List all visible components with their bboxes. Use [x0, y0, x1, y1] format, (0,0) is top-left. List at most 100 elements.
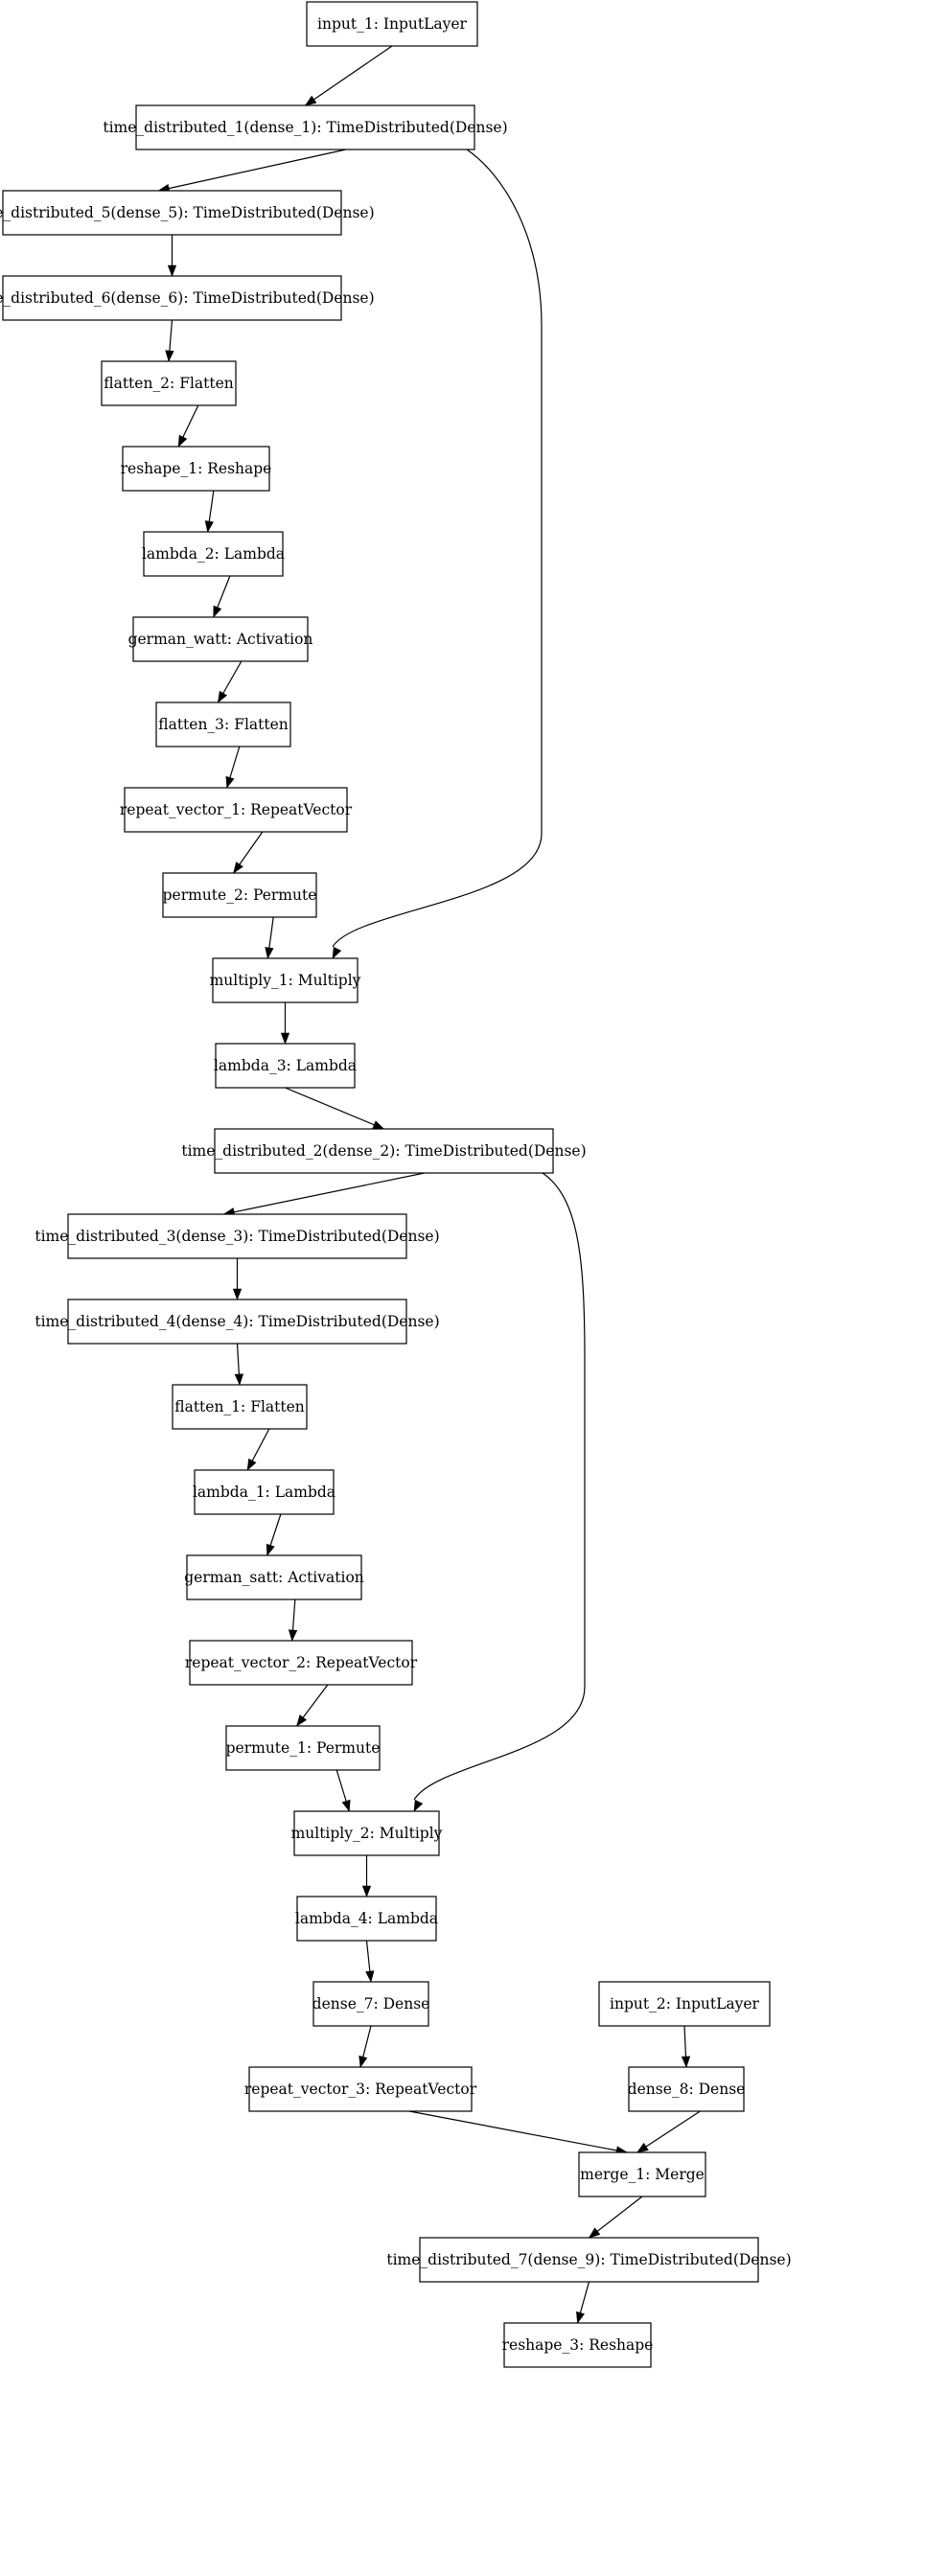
node-box[interactable]	[122, 446, 270, 492]
node-box[interactable]	[135, 104, 475, 150]
node-box[interactable]	[2, 190, 342, 236]
edge-arrowhead	[588, 2227, 601, 2239]
node-box[interactable]	[215, 1043, 356, 1089]
node-box[interactable]	[67, 1213, 407, 1259]
node-repeat_vector_2[interactable]: repeat_vector_2: RepeatVector	[185, 1640, 418, 1686]
node-label: time_distributed_2(dense_2): TimeDistrib…	[181, 1142, 586, 1160]
node-box[interactable]	[143, 531, 284, 577]
node-box[interactable]	[194, 1469, 335, 1515]
edge-flatten_3-to-repeat_vector_1	[225, 746, 241, 789]
edge-arrowhead	[266, 1543, 275, 1556]
node-box[interactable]	[186, 1554, 362, 1600]
edge-line	[285, 1087, 384, 1130]
node-time_distributed_5[interactable]: time_distributed_5(dense_5): TimeDistrib…	[0, 190, 375, 236]
node-permute_2[interactable]: permute_2: Permute	[162, 872, 317, 918]
node-merge_1[interactable]: merge_1: Merge	[578, 2151, 706, 2197]
node-box[interactable]	[124, 787, 348, 833]
node-multiply_2[interactable]: multiply_2: Multiply	[291, 1810, 443, 1856]
node-multiply_1[interactable]: multiply_1: Multiply	[210, 957, 361, 1003]
node-dense_8[interactable]: dense_8: Dense	[628, 2066, 746, 2112]
node-label: reshape_1: Reshape	[121, 460, 272, 477]
node-box[interactable]	[67, 1299, 407, 1345]
edge-arrowhead	[233, 862, 243, 874]
node-time_distributed_1[interactable]: time_distributed_1(dense_1): TimeDistrib…	[103, 104, 508, 150]
node-box[interactable]	[101, 360, 237, 406]
edge-arrowhead	[232, 1288, 243, 1300]
node-label: german_watt: Activation	[128, 631, 313, 648]
node-box[interactable]	[189, 1640, 413, 1686]
node-box[interactable]	[578, 2151, 706, 2197]
node-box[interactable]	[306, 1, 478, 47]
node-german_satt[interactable]: german_satt: Activation	[184, 1554, 364, 1600]
edge-permute_2-to-multiply_1	[265, 916, 274, 959]
node-lambda_4[interactable]: lambda_4: Lambda	[295, 1896, 438, 1942]
node-repeat_vector_1[interactable]: repeat_vector_1: RepeatVector	[120, 787, 353, 833]
edge-merge_1-to-time_distributed_7	[588, 2196, 643, 2239]
node-box[interactable]	[212, 957, 358, 1003]
edge-line	[158, 149, 346, 192]
node-box[interactable]	[2, 275, 342, 321]
edge-arrowhead	[234, 1373, 243, 1386]
edge-arrowhead	[213, 605, 222, 618]
node-box[interactable]	[598, 1981, 771, 2027]
node-time_distributed_4[interactable]: time_distributed_4(dense_4): TimeDistrib…	[35, 1299, 440, 1345]
node-flatten_3[interactable]: flatten_3: Flatten	[155, 702, 291, 748]
edge-input_1-to-time_distributed_1	[304, 45, 393, 106]
node-repeat_vector_3[interactable]: repeat_vector_3: RepeatVector	[244, 2066, 477, 2112]
node-lambda_1[interactable]: lambda_1: Lambda	[193, 1469, 335, 1515]
node-box[interactable]	[628, 2066, 745, 2112]
node-label: time_distributed_3(dense_3): TimeDistrib…	[35, 1228, 439, 1245]
edge-line	[636, 2110, 701, 2153]
node-label: time_distributed_1(dense_1): TimeDistrib…	[103, 119, 507, 136]
node-flatten_2[interactable]: flatten_2: Flatten	[101, 360, 237, 406]
edge-arrowhead	[372, 1120, 385, 1130]
node-reshape_1[interactable]: reshape_1: Reshape	[121, 446, 272, 492]
edge-arrowhead	[304, 95, 317, 106]
node-box[interactable]	[419, 2237, 759, 2283]
edge-arrowhead	[265, 947, 274, 959]
node-box[interactable]	[172, 1384, 308, 1430]
node-box[interactable]	[503, 2322, 652, 2368]
edge-lambda_1-to-german_satt	[266, 1513, 282, 1556]
edge-dense_8-to-merge_1	[636, 2110, 701, 2153]
edge-arrowhead	[288, 1629, 298, 1642]
node-time_distributed_2[interactable]: time_distributed_2(dense_2): TimeDistrib…	[181, 1128, 587, 1174]
node-box[interactable]	[296, 1896, 437, 1942]
edge-arrowhead	[225, 775, 235, 789]
edge-line	[413, 1172, 586, 1801]
node-box[interactable]	[293, 1810, 440, 1856]
node-label: permute_2: Permute	[163, 886, 317, 904]
node-label: dense_8: Dense	[628, 2081, 746, 2098]
node-box[interactable]	[132, 616, 309, 662]
node-label: repeat_vector_3: RepeatVector	[244, 2081, 477, 2098]
node-time_distributed_7[interactable]: time_distributed_7(dense_9): TimeDistrib…	[386, 2237, 792, 2283]
node-dense_7[interactable]: dense_7: Dense	[312, 1981, 430, 2027]
edge-lambda_2-to-german_watt	[213, 575, 231, 618]
edge-flatten_2-to-reshape_1	[177, 404, 199, 448]
node-time_distributed_3[interactable]: time_distributed_3(dense_3): TimeDistrib…	[35, 1213, 440, 1259]
node-reshape_3[interactable]: reshape_3: Reshape	[502, 2322, 654, 2368]
nodes-layer: input_1: InputLayer time_distributed_1(de…	[0, 1, 792, 2368]
node-lambda_3[interactable]: lambda_3: Lambda	[214, 1043, 357, 1089]
node-time_distributed_6[interactable]: time_distributed_6(dense_6): TimeDistrib…	[0, 275, 375, 321]
node-box[interactable]	[155, 702, 291, 748]
node-lambda_2[interactable]: lambda_2: Lambda	[142, 531, 285, 577]
node-box[interactable]	[312, 1981, 429, 2027]
node-box[interactable]	[162, 872, 317, 918]
node-german_watt[interactable]: german_watt: Activation	[128, 616, 313, 662]
node-box[interactable]	[225, 1725, 381, 1771]
edge-arrowhead	[365, 1970, 375, 1983]
node-label: permute_1: Permute	[226, 1739, 381, 1757]
edge-permute_1-to-multiply_2	[335, 1769, 351, 1812]
node-label: input_2: InputLayer	[610, 1995, 760, 2012]
edge-time_distributed_5-to-time_distributed_6	[167, 235, 177, 277]
node-box[interactable]	[248, 2066, 473, 2112]
node-input_2[interactable]: input_2: InputLayer	[598, 1981, 771, 2027]
node-input_1[interactable]: input_1: InputLayer	[306, 1, 478, 47]
node-label: flatten_2: Flatten	[104, 375, 234, 392]
edge-line	[408, 2110, 628, 2153]
node-permute_1[interactable]: permute_1: Permute	[225, 1725, 381, 1771]
node-flatten_1[interactable]: flatten_1: Flatten	[172, 1384, 308, 1430]
node-box[interactable]	[214, 1128, 554, 1174]
